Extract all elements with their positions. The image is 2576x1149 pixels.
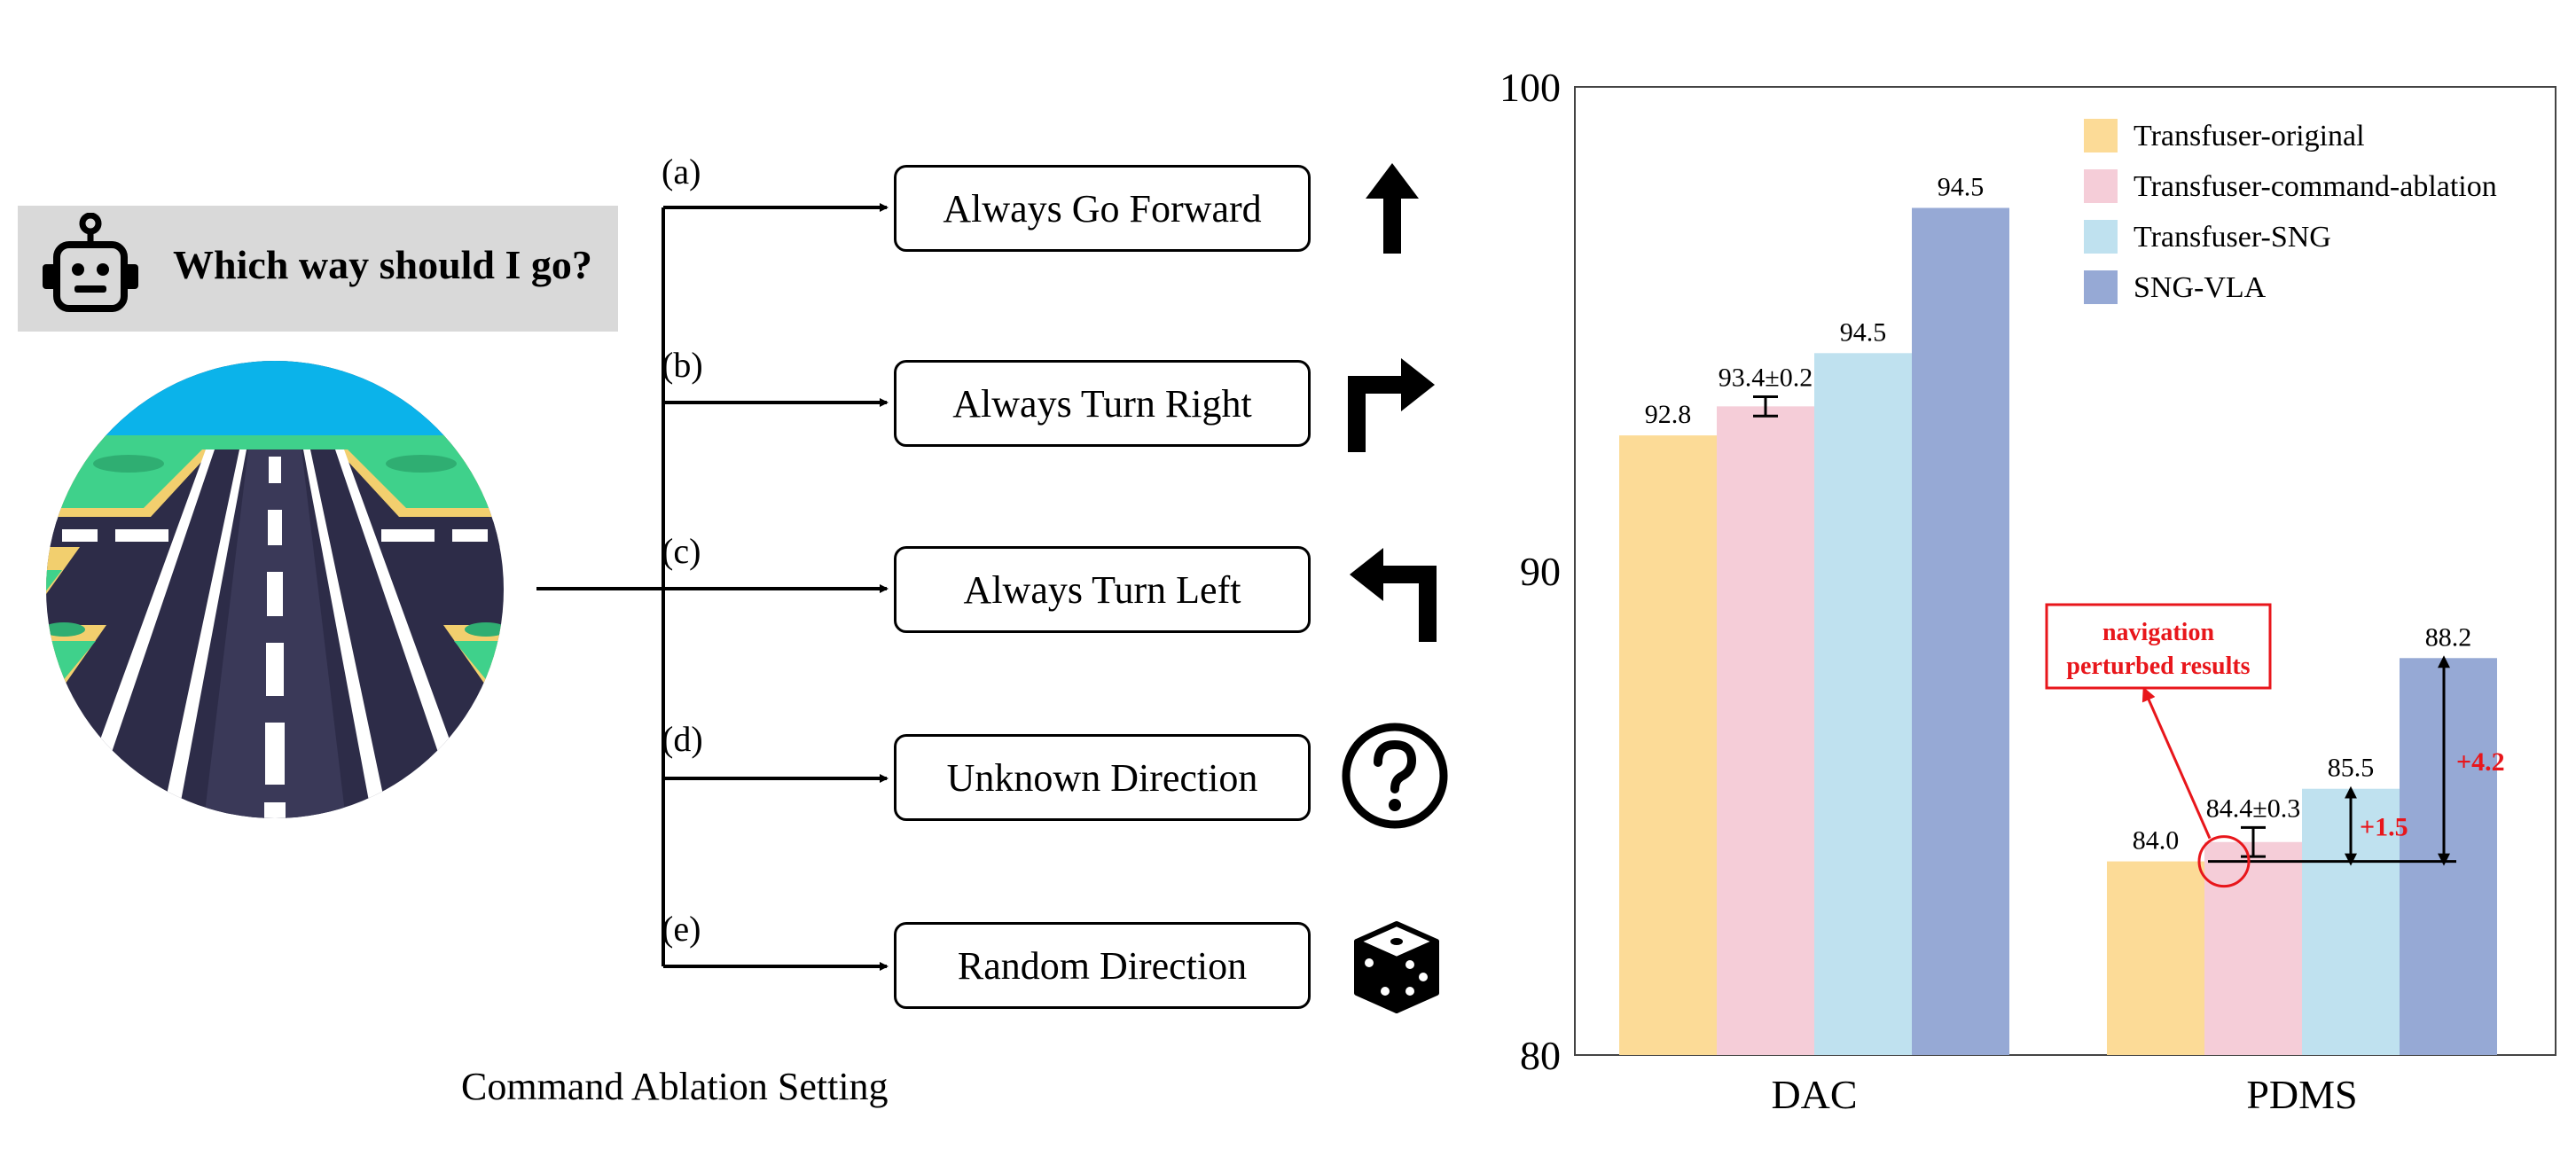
callout-text-line-1: navigation (2102, 619, 2214, 646)
option-unknown-direction: Unknown Direction (894, 734, 1311, 821)
callout-box (2045, 603, 2272, 690)
callout-text-line-2: perturbed results (2066, 653, 2250, 680)
option-d-letter: (d) (662, 719, 703, 759)
y-tick-label-2: 100 (1499, 65, 1561, 110)
turn-left-arrow-icon (1350, 548, 1437, 642)
bar-value-label: 92.8 (1645, 400, 1692, 429)
bar-transfuser-sng-dac (1814, 353, 1912, 1055)
question-mark-icon (1342, 723, 1448, 829)
command-branch-arrows (536, 203, 889, 971)
arrow-up-icon (1366, 163, 1419, 254)
bar-sng-vla-pdms (2400, 658, 2497, 1055)
legend-swatch-1 (2084, 169, 2118, 203)
command-ablation-panel: Which way should I go? (18, 152, 1448, 1108)
bar-transfuser-original-dac (1619, 435, 1717, 1055)
legend-label-0: Transfuser-original (2134, 120, 2365, 152)
dice-icon (1354, 921, 1439, 1013)
option-e-letter: (e) (662, 909, 701, 949)
option-go-forward: Always Go Forward (894, 165, 1311, 252)
legend-label-3: SNG-VLA (2134, 271, 2267, 304)
bar-value-label: 84.4±0.3 (2206, 793, 2300, 823)
legend-swatch-3 (2084, 270, 2118, 304)
bar-transfuser-command-ablation-dac (1717, 406, 1814, 1055)
y-tick-label-1: 90 (1520, 549, 1561, 594)
legend-swatch-0 (2084, 119, 2118, 152)
legend-label-1: Transfuser-command-ablation (2134, 170, 2497, 203)
legend-swatch-2 (2084, 220, 2118, 254)
legend-label-2: Transfuser-SNG (2134, 221, 2331, 254)
plot-frame (1574, 86, 2556, 1056)
perturbed-result-circle (2197, 835, 2251, 888)
option-turn-left: Always Turn Left (894, 546, 1311, 633)
x-category-label-0: DAC (1771, 1072, 1857, 1117)
bar-value-label: 94.5 (1840, 317, 1887, 347)
bar-value-label: 85.5 (2328, 754, 2375, 783)
option-c-letter: (c) (662, 531, 701, 571)
turn-right-arrow-icon (1348, 358, 1435, 452)
option-random-direction: Random Direction (894, 922, 1311, 1009)
prompt-text: Which way should I go? (173, 242, 592, 287)
bar-sng-vla-dac (1912, 207, 2009, 1055)
bar-transfuser-original-pdms (2107, 861, 2204, 1055)
callout-arrow (2141, 686, 2212, 840)
bar-value-label: 84.0 (2133, 826, 2180, 856)
robot-icon (43, 213, 138, 312)
road-illustration-icon (46, 361, 504, 818)
y-tick-label-0: 80 (1520, 1033, 1561, 1078)
x-category-label-1: PDMS (2246, 1072, 2357, 1117)
bar-transfuser-command-ablation-pdms (2204, 841, 2302, 1055)
bar-value-label: 88.2 (2425, 622, 2472, 652)
delta-label-vla: +4.2 (2456, 747, 2505, 777)
setting-caption: Command Ablation Setting (461, 1065, 889, 1108)
option-b-letter: (b) (662, 345, 703, 385)
bar-value-label: 93.4±0.2 (1719, 363, 1813, 392)
option-a-letter: (a) (662, 152, 701, 192)
delta-label-sng: +1.5 (2360, 813, 2408, 842)
option-turn-right: Always Turn Right (894, 360, 1311, 447)
bar-value-label: 94.5 (1938, 173, 1985, 202)
